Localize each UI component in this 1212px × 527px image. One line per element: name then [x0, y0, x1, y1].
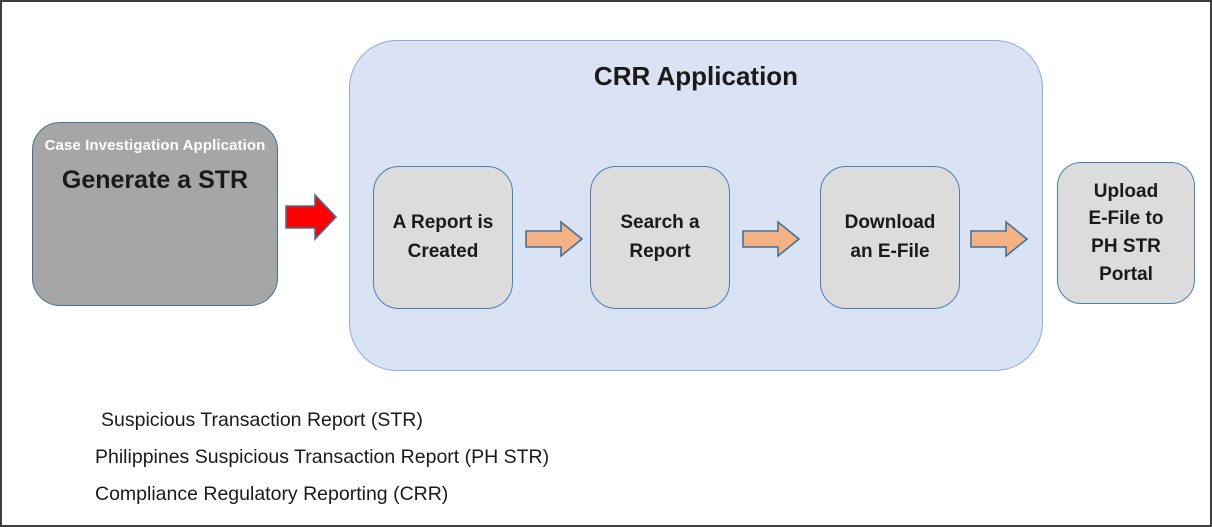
case-investigation-label: Case Investigation Application	[44, 137, 266, 154]
footnote-str: Suspicious Transaction Report (STR)	[101, 409, 423, 431]
step-search-report: Search a Report	[590, 166, 730, 309]
arrow-right-icon	[970, 220, 1028, 258]
step-download-efile: Download an E-File	[820, 166, 960, 309]
crr-application-container: CRR Application A Report is Created Sear…	[349, 40, 1043, 371]
generate-str-label: Generate a STR	[61, 166, 249, 194]
step-report-created: A Report is Created	[373, 166, 513, 309]
red-arrow-right-icon	[285, 193, 337, 241]
arrow-right-icon	[525, 220, 583, 258]
upload-efile-box: Upload E-File to PH STR Portal	[1057, 162, 1195, 304]
footnote-ph-str: Philippines Suspicious Transaction Repor…	[95, 446, 550, 468]
case-investigation-box: Case Investigation Application Generate …	[32, 122, 278, 306]
crr-application-title: CRR Application	[593, 61, 799, 91]
footnote-crr: Compliance Regulatory Reporting (CRR)	[95, 483, 449, 505]
arrow-right-icon	[742, 220, 800, 258]
